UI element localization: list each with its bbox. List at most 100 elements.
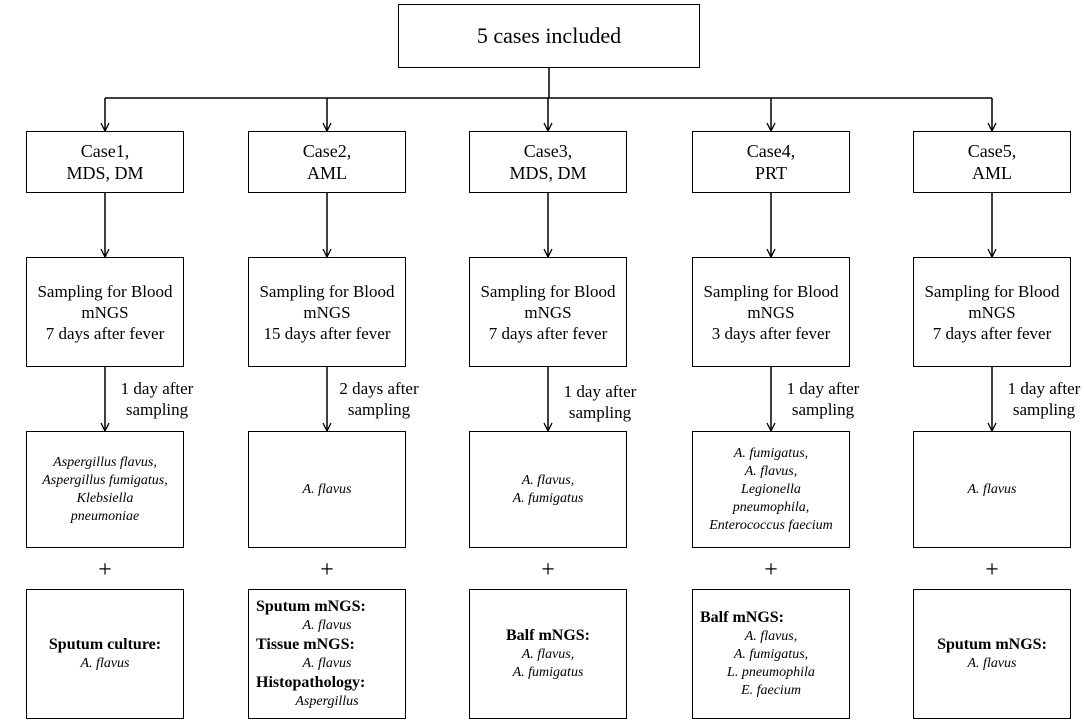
confirm-method: Histopathology:	[256, 674, 366, 691]
pathogen-name: A. flavus,	[744, 463, 798, 479]
confirm-box-4: Balf mNGS: A. flavus, A. fumigatus, L. pneu…	[692, 589, 850, 719]
delay-text: 1 day after	[1007, 379, 1081, 398]
confirm-pathogen: A. fumigatus	[512, 665, 584, 680]
confirm-method: Sputum mNGS:	[256, 598, 366, 615]
delay-text: sampling	[125, 400, 189, 419]
case-box-5: Case5,AML	[913, 131, 1071, 193]
confirm-pathogen: A. flavus,	[521, 647, 575, 662]
blood-result-box-5: A. flavus	[913, 431, 1071, 548]
confirm-method: Balf mNGS:	[700, 609, 784, 626]
delay-text: 1 day after	[786, 379, 860, 398]
sampling-line: Sampling for Blood	[37, 281, 173, 301]
case-box-4: Case4,PRT	[692, 131, 850, 193]
delay-text: sampling	[791, 400, 855, 419]
case-label: Case5,	[967, 141, 1017, 161]
sampling-line: mNGS	[81, 302, 129, 322]
case-diagnosis: PRT	[755, 163, 787, 183]
case-diagnosis: MDS, DM	[509, 163, 587, 183]
top-box: 5 cases included	[398, 4, 700, 68]
sampling-line: 15 days after fever	[263, 323, 391, 343]
pathogen-name: pneumoniae	[70, 508, 140, 524]
case-diagnosis: AML	[307, 163, 347, 183]
confirm-method: Sputum mNGS:	[937, 636, 1047, 653]
pathogen-name: pneumophila,	[732, 499, 810, 515]
plus-sign-2: +	[320, 557, 334, 583]
delay-label-5: 1 day after sampling	[996, 378, 1084, 420]
sampling-line: 7 days after fever	[45, 323, 165, 343]
confirm-box-1: Sputum culture: A. flavus	[26, 589, 184, 719]
confirm-pathogen: A. flavus	[967, 656, 1017, 671]
pathogen-name: Enterococcus faecium	[709, 517, 833, 533]
sampling-line: mNGS	[524, 302, 572, 322]
plus-sign-3: +	[541, 557, 555, 583]
sampling-line: 7 days after fever	[932, 323, 1052, 343]
confirm-pathogen: A. flavus	[302, 656, 352, 671]
plus-sign-4: +	[764, 557, 778, 583]
delay-label-1: 1 day after sampling	[109, 378, 205, 420]
blood-result-box-3: A. flavus, A. fumigatus	[469, 431, 627, 548]
confirm-pathogen: A. flavus,	[744, 629, 798, 644]
pathogen-name: Legionella	[741, 481, 801, 497]
case-label: Case3,	[523, 141, 573, 161]
pathogen-name: A. flavus	[302, 481, 352, 497]
pathogen-name: Aspergillus flavus,	[53, 454, 157, 470]
case-label: Case1,	[80, 141, 130, 161]
confirm-method: Tissue mNGS:	[256, 636, 355, 653]
confirm-method: Balf mNGS:	[506, 627, 590, 644]
sampling-line: 3 days after fever	[711, 323, 831, 343]
confirm-pathogen: L. pneumophila	[727, 665, 815, 680]
sampling-line: 7 days after fever	[488, 323, 608, 343]
pathogen-name: A. flavus,	[521, 472, 575, 488]
confirm-pathogen: E. faecium	[741, 683, 801, 698]
blood-result-box-2: A. flavus	[248, 431, 406, 548]
sampling-line: mNGS	[968, 302, 1016, 322]
blood-result-box-1: Aspergillus flavus, Aspergillus fumigatus…	[26, 431, 184, 548]
delay-text: sampling	[568, 403, 632, 422]
sampling-line: Sampling for Blood	[703, 281, 839, 301]
sampling-line: Sampling for Blood	[259, 281, 395, 301]
confirm-box-3: Balf mNGS: A. flavus, A. fumigatus	[469, 589, 627, 719]
delay-label-4: 1 day after sampling	[775, 378, 871, 420]
plus-sign-5: +	[985, 557, 999, 583]
sampling-line: mNGS	[303, 302, 351, 322]
case-diagnosis: AML	[972, 163, 1012, 183]
delay-label-2: 2 days after sampling	[331, 378, 427, 420]
sampling-line: mNGS	[747, 302, 795, 322]
confirm-box-5: Sputum mNGS: A. flavus	[913, 589, 1071, 719]
sampling-line: Sampling for Blood	[480, 281, 616, 301]
top-box-label: 5 cases included	[476, 23, 622, 48]
delay-text: 1 day after	[120, 379, 194, 398]
blood-result-box-4: A. fumigatus, A. flavus, Legionella pneumop…	[692, 431, 850, 548]
case-label: Case2,	[302, 141, 352, 161]
confirm-pathogen: A. flavus	[302, 618, 352, 633]
delay-text: sampling	[347, 400, 411, 419]
confirm-method: Sputum culture:	[48, 636, 162, 653]
case-box-2: Case2,AML	[248, 131, 406, 193]
plus-sign-1: +	[98, 557, 112, 583]
pathogen-name: A. fumigatus,	[733, 445, 809, 461]
case-box-3: Case3,MDS, DM	[469, 131, 627, 193]
delay-label-3: 1 day after sampling	[552, 381, 648, 423]
case-box-1: Case1,MDS, DM	[26, 131, 184, 193]
delay-text: 2 days after	[339, 379, 419, 398]
sampling-line: Sampling for Blood	[924, 281, 1060, 301]
delay-text: 1 day after	[563, 382, 637, 401]
delay-text: sampling	[1012, 400, 1076, 419]
confirm-pathogen: A. flavus	[80, 656, 130, 671]
pathogen-name: A. fumigatus	[512, 490, 584, 506]
confirm-pathogen: A. fumigatus,	[733, 647, 809, 662]
confirm-pathogen: Aspergillus	[295, 694, 359, 709]
case-label: Case4,	[746, 141, 796, 161]
case-diagnosis: MDS, DM	[66, 163, 144, 183]
pathogen-name: Klebsiella	[76, 490, 134, 506]
pathogen-name: Aspergillus fumigatus,	[42, 472, 168, 488]
pathogen-name: A. flavus	[967, 481, 1017, 497]
